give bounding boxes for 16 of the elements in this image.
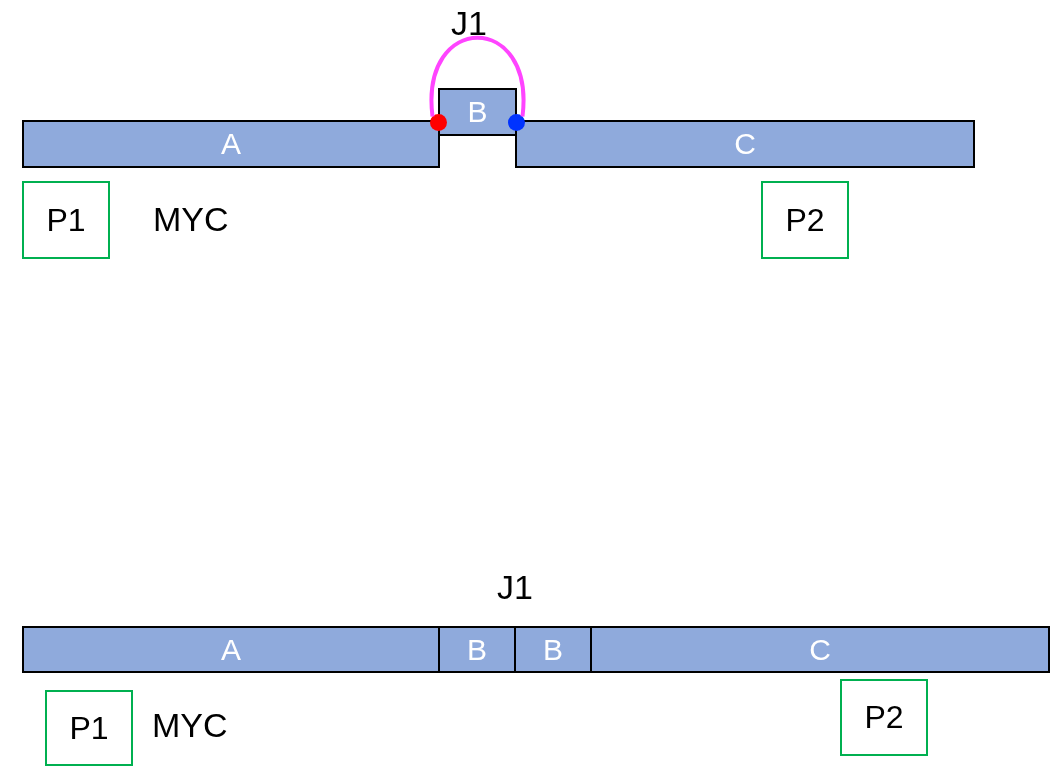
junction-label: J1 [451,4,487,43]
chromosome-segment: A [22,626,440,673]
chromosome-segment: B [438,626,516,673]
gene-label: MYC [153,200,229,239]
chromosome-segment: B [438,88,517,136]
probe-box: P1 [45,690,133,766]
probe-box: P1 [22,181,110,259]
chromosome-segment: C [515,120,975,168]
probe-box: P2 [761,181,849,259]
gene-label: MYC [152,706,228,745]
probe-box: P2 [840,679,928,756]
chromosome-segment: B [514,626,592,673]
chromosome-segment: C [590,626,1050,673]
chromosome-segment: A [22,120,440,168]
junction-label: J1 [497,568,533,607]
junction-arc [429,36,526,117]
